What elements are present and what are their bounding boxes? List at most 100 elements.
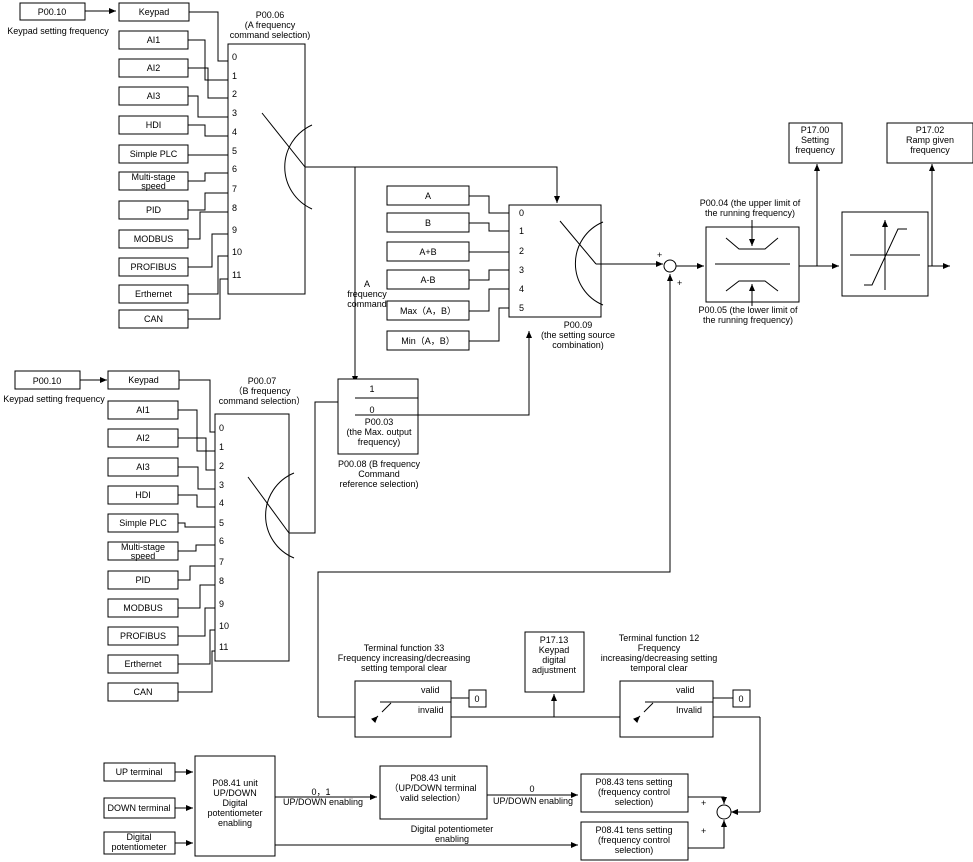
terminal33-zero: 0 [474, 694, 479, 704]
b-select-port-9: 9 [219, 599, 224, 609]
b-select-port-2: 2 [219, 461, 224, 471]
a-source-2: AI2 [147, 63, 161, 73]
a-select-port-3: 3 [232, 108, 237, 118]
up-terminal-label: UP terminal [116, 767, 163, 777]
ramp-frequency-box [886, 122, 973, 164]
a-source-4: HDI [146, 120, 162, 130]
a-select-port-2: 2 [232, 89, 237, 99]
a-select-port-5: 5 [232, 146, 237, 156]
edge-ud-value-1: 0，1 [311, 787, 330, 797]
small-sum-junction [716, 804, 732, 820]
a-source-5: Simple PLC [130, 149, 178, 159]
a-source-9: PROFIBUS [130, 262, 176, 272]
a-select-port-11: 11 [232, 270, 241, 280]
terminal33-invalid: invalid [418, 705, 444, 715]
b-source-4: HDI [135, 490, 151, 500]
b-ref-port-1: 1 [369, 384, 374, 394]
b-select-port-5: 5 [219, 518, 224, 528]
combination-port-0: 0 [519, 208, 524, 218]
a-source-7: PID [146, 205, 162, 215]
b-source-5: Simple PLC [119, 518, 167, 528]
b-source-1: AI1 [136, 405, 150, 415]
a-source-11: CAN [144, 314, 163, 324]
a-select-port-4: 4 [232, 127, 237, 137]
small-sum-bottom: + [701, 826, 706, 836]
down-terminal-label: DOWN terminal [107, 803, 170, 813]
edge-ud-enabling-2: UP/DOWN enabling [493, 796, 573, 806]
edge-ud-enabling-1: UP/DOWN enabling [283, 797, 363, 807]
b-source-10: Erthernet [124, 659, 162, 669]
a-source-0: Keypad [139, 7, 170, 17]
combination-option-0: A [425, 191, 431, 201]
a-keypad-caption: Keypad setting frequency [7, 26, 109, 36]
edge-ud-value-2: 0 [529, 784, 534, 794]
b-select-port-3: 3 [219, 480, 224, 490]
a-select-port-10: 10 [232, 247, 242, 257]
keypad-adjust-box [524, 631, 585, 693]
combination-option-4: Max（A，B） [400, 306, 456, 316]
a-select-box [227, 43, 306, 295]
combination-option-5: Min（A，B） [401, 336, 455, 346]
a-select-port-7: 7 [232, 184, 237, 194]
a-select-port-9: 9 [232, 225, 237, 235]
combination-option-2: A+B [419, 247, 436, 257]
b-source-8: MODBUS [123, 603, 163, 613]
a-source-1: AI1 [147, 35, 161, 45]
b-select-port-7: 7 [219, 557, 224, 567]
b-select-box [214, 413, 290, 662]
setting-frequency-box [788, 122, 843, 164]
b-ref-box [337, 378, 419, 455]
b-source-2: AI2 [136, 433, 150, 443]
terminal12-zero: 0 [738, 694, 743, 704]
p0843-tens-box [580, 773, 689, 813]
combination-option-3: A-B [420, 275, 435, 285]
combination-option-1: B [425, 218, 431, 228]
sum-sign-top: + [657, 250, 662, 260]
b-source-11: CAN [133, 687, 152, 697]
b-keypad-caption: Keypad setting frequency [3, 394, 105, 404]
b-source-7: PID [135, 575, 151, 585]
combination-port-4: 4 [519, 284, 524, 294]
p0841-tens-box [580, 821, 689, 861]
combination-box [508, 204, 602, 318]
b-select-port-0: 0 [219, 423, 224, 433]
b-select-port-6: 6 [219, 536, 224, 546]
b-select-port-1: 1 [219, 442, 224, 452]
a-source-3: AI3 [147, 91, 161, 101]
a-keypad-param: P00.10 [38, 7, 67, 17]
combination-port-3: 3 [519, 265, 524, 275]
terminal12-box [619, 680, 714, 738]
sum-junction [663, 259, 677, 273]
a-select-port-1: 1 [232, 71, 237, 81]
b-keypad-param: P00.10 [33, 376, 62, 386]
combination-port-5: 5 [519, 303, 524, 313]
small-sum-top: + [701, 798, 706, 808]
b-select-port-11: 11 [219, 642, 228, 652]
b-source-3: AI3 [136, 462, 150, 472]
a-source-10: Erthernet [135, 289, 173, 299]
p0843-unit-box [379, 765, 488, 820]
b-select-port-4: 4 [219, 498, 224, 508]
terminal12-valid: valid [676, 685, 695, 695]
b-ref-port-0: 0 [369, 405, 374, 415]
a-select-port-6: 6 [232, 164, 237, 174]
b-source-9: PROFIBUS [120, 631, 166, 641]
